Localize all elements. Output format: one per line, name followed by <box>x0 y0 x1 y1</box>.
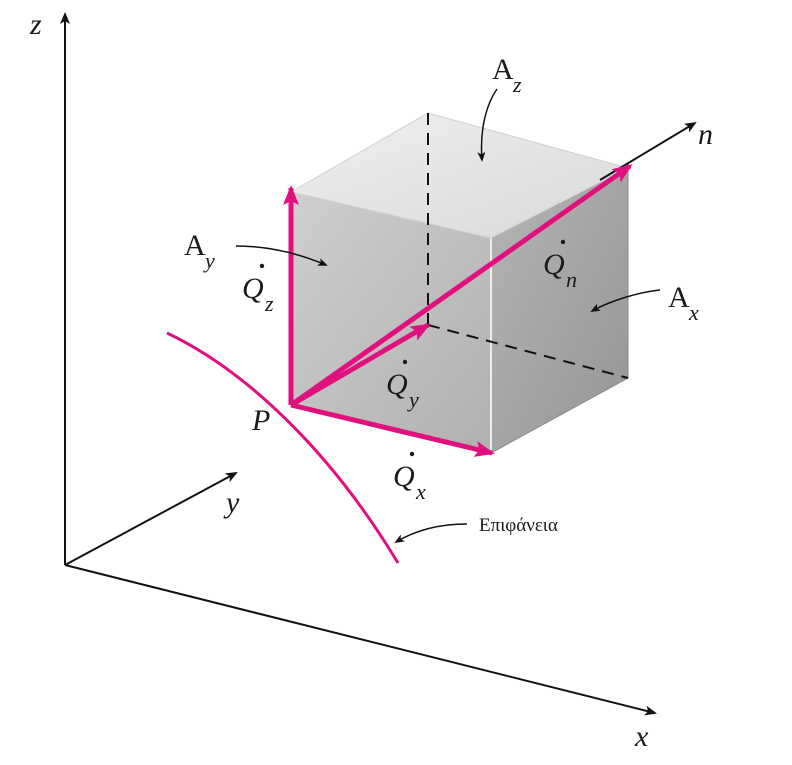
heat-flux-vectors <box>283 163 633 457</box>
qy-label: Q y <box>386 359 419 412</box>
svg-text:A: A <box>492 53 514 86</box>
ay-pointer-arrow <box>235 245 328 266</box>
svg-text:A: A <box>184 229 206 262</box>
control-volume-cube <box>289 112 630 454</box>
surface-label: Επιφάνεια <box>479 515 558 536</box>
y-axis <box>64 472 238 566</box>
point-label: P <box>251 404 270 437</box>
svg-text:z: z <box>264 291 274 316</box>
x-axis <box>64 564 657 716</box>
svg-text:Q: Q <box>242 272 264 305</box>
qz-label: Q z <box>242 263 274 316</box>
normal-label: n <box>698 118 713 151</box>
y-axis-label: y <box>223 486 240 519</box>
svg-text:Q: Q <box>543 248 565 281</box>
az-label: A z <box>492 53 522 97</box>
ax-pointer-arrow <box>590 289 661 312</box>
x-axis-label: x <box>634 720 649 753</box>
qn-vector <box>289 163 633 408</box>
qn-label: Q n <box>543 239 577 292</box>
z-axis-label: z <box>29 8 42 41</box>
normal-direction-line <box>599 121 697 181</box>
svg-text:y: y <box>203 248 215 273</box>
az-pointer-arrow <box>477 88 498 162</box>
surface-curve <box>166 331 400 564</box>
qx-label: Q x <box>393 451 426 504</box>
svg-text:Q: Q <box>386 368 408 401</box>
svg-text:y: y <box>407 387 419 412</box>
svg-text:Q: Q <box>393 460 415 493</box>
ay-label: A y <box>184 229 215 273</box>
surface-pointer-arrow <box>394 523 468 544</box>
ax-label: A x <box>668 281 699 325</box>
svg-text:A: A <box>668 281 690 314</box>
svg-text:n: n <box>566 267 577 292</box>
qx-vector <box>290 402 495 457</box>
svg-text:x: x <box>688 300 699 325</box>
coordinate-axes: z x y <box>29 8 657 753</box>
svg-text:x: x <box>415 479 426 504</box>
svg-text:z: z <box>512 72 522 97</box>
